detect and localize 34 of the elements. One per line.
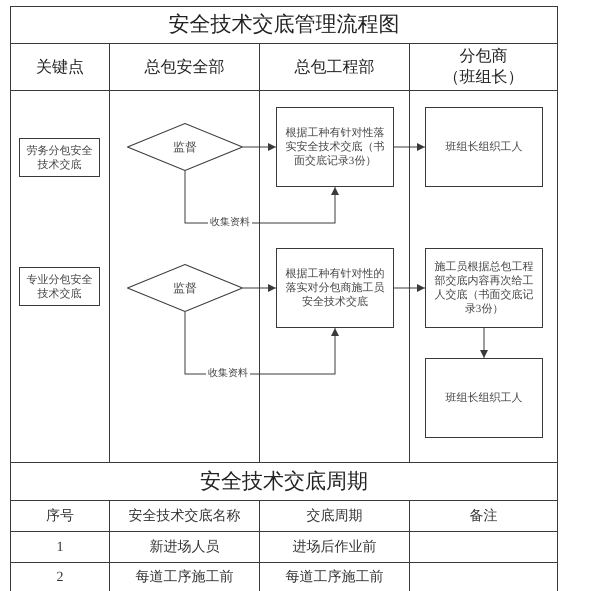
- diamond-label: 监督: [173, 140, 197, 154]
- box-text: 劳务分包安全技术交底: [26, 144, 94, 172]
- lane-header: 分包商: [460, 46, 508, 67]
- arrow: [480, 328, 488, 358]
- process-box: [425, 358, 543, 438]
- swimlane: [10, 43, 110, 463]
- arrow: [242, 284, 276, 292]
- box-text: 根据工种有针对性的落实对分包商施工员安全技术交底: [284, 267, 386, 309]
- diamond-label: 监督: [173, 280, 197, 296]
- process-box: [276, 107, 394, 187]
- process-box: [276, 248, 394, 328]
- process-box: [425, 248, 543, 328]
- key-point-box: [19, 267, 100, 306]
- box-text: 根据工种有针对性落实安全技术交底（书面交底记录3份）: [284, 126, 386, 168]
- edge-label: 收集资料: [208, 217, 252, 229]
- key-point-box: [19, 138, 100, 177]
- arrow: [242, 143, 276, 151]
- decision-diamond: [127, 123, 243, 171]
- edge-label: 收集资料: [206, 368, 250, 380]
- diagram-title: 安全技术交底管理流程图: [10, 6, 558, 44]
- box-text: 施工员根据总包工程部交底内容再次给工人交底（书面交底记录3份）: [434, 260, 534, 316]
- arrow: [394, 143, 426, 151]
- table-title: 安全技术交底周期: [10, 462, 558, 501]
- arrow: [394, 284, 426, 292]
- decision-diamond: [127, 264, 243, 312]
- swimlane: [409, 43, 558, 463]
- lane-header: 总包工程部: [294, 58, 374, 78]
- lane-header: 关键点: [36, 58, 84, 78]
- box-text: 班组长组织工人: [446, 140, 522, 154]
- lane-subheader: （班组长）: [444, 68, 524, 88]
- process-box: [425, 107, 543, 187]
- box-text: 班组长组织工人: [446, 391, 522, 405]
- box-text: 专业分包安全技术交底: [26, 272, 94, 300]
- lane-header: 总包安全部: [144, 58, 224, 78]
